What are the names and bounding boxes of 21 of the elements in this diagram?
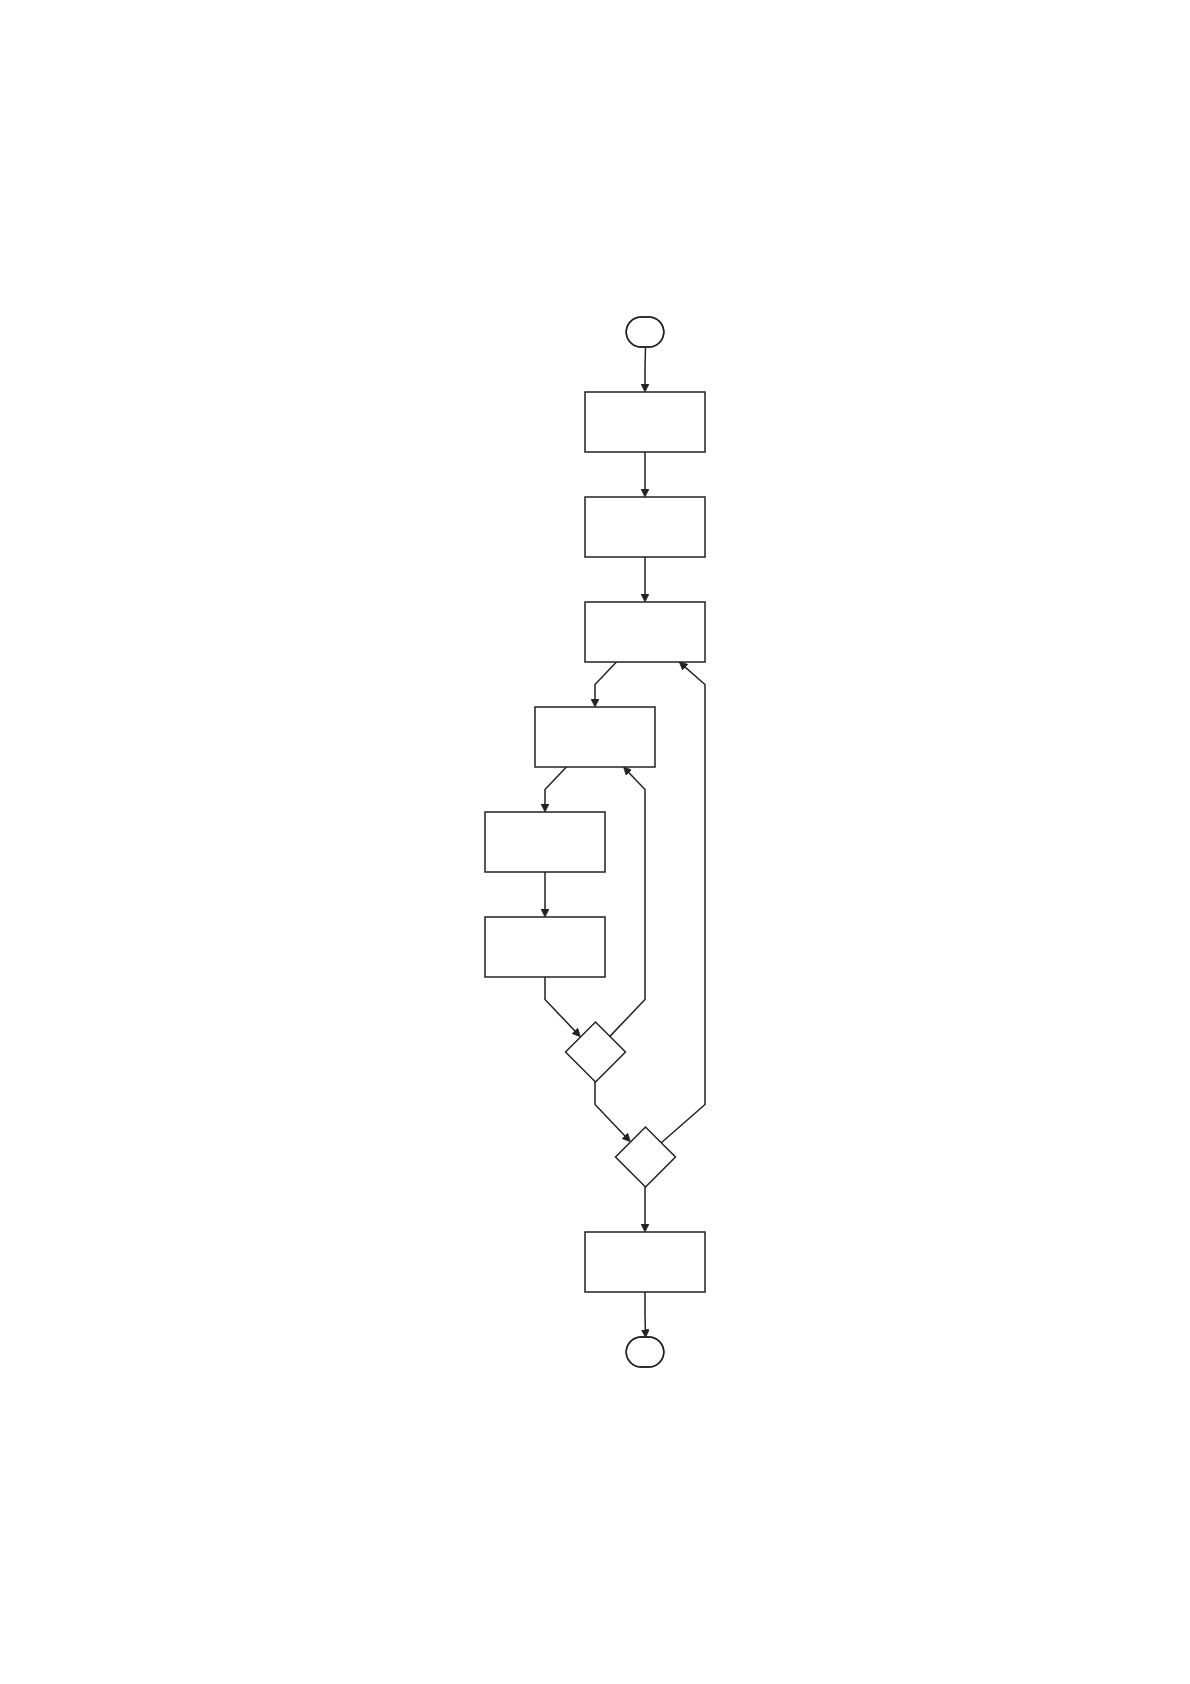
arrow: [640, 556, 650, 603]
node-box: [584, 601, 706, 663]
node-box: [584, 1231, 706, 1293]
node-diamond: [564, 1020, 627, 1084]
arrow: [640, 1291, 650, 1338]
arrow: [590, 661, 618, 708]
arrow: [660, 661, 706, 1144]
arrow: [640, 1186, 650, 1233]
arrow: [640, 451, 650, 498]
arrow: [540, 871, 550, 918]
node-diamond: [614, 1125, 677, 1189]
arrow: [640, 346, 650, 393]
node-box: [584, 391, 706, 453]
arrow: [608, 766, 646, 1038]
node-box: [484, 811, 606, 873]
node-box: [534, 706, 656, 768]
node-box: [584, 496, 706, 558]
node-box: [484, 916, 606, 978]
arrow: [594, 1081, 631, 1143]
arrow: [544, 976, 581, 1038]
arrow: [540, 766, 568, 813]
